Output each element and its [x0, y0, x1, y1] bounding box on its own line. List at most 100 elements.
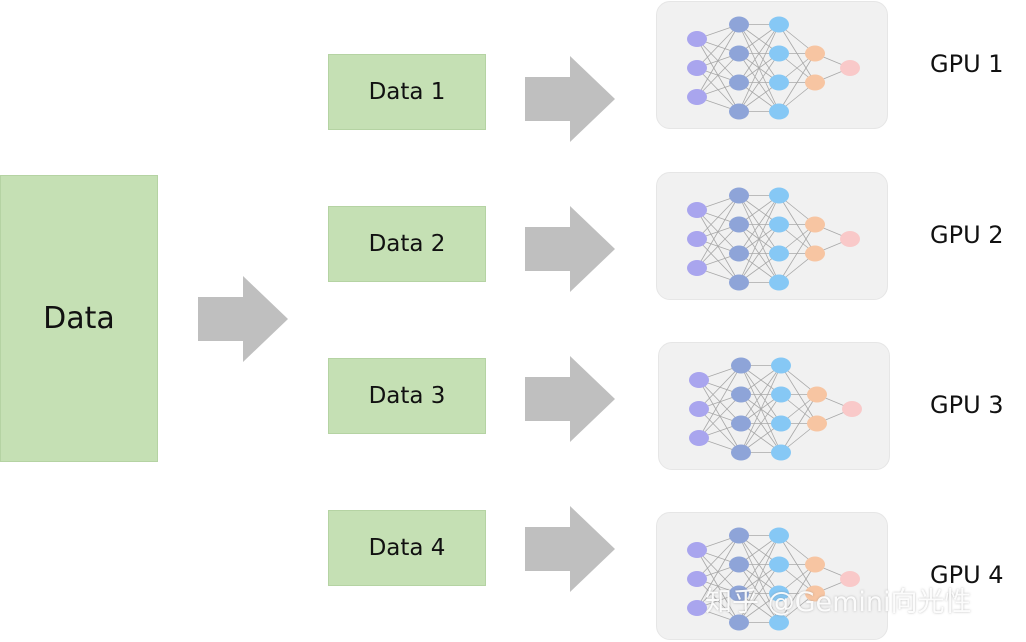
network-connection: [738, 53, 780, 112]
network-connection: [698, 365, 742, 439]
network-connection: [740, 365, 782, 453]
network-node: [729, 187, 749, 204]
network-node: [771, 444, 791, 461]
network-connection: [738, 224, 780, 283]
network-node: [805, 245, 825, 262]
network-node: [842, 401, 862, 417]
network-connection: [740, 365, 782, 424]
neural-network-diagram-3: [689, 357, 862, 461]
network-connection: [696, 535, 740, 609]
network-node: [729, 103, 749, 120]
data-partition-label-3: Data 3: [368, 383, 446, 409]
network-node: [769, 556, 789, 573]
split-arrow: [198, 276, 288, 362]
network-node: [805, 556, 825, 573]
network-node: [687, 202, 707, 218]
network-node: [687, 89, 707, 105]
data-partition-box-1: Data 1: [328, 54, 486, 130]
network-node: [840, 571, 860, 587]
network-node: [689, 401, 709, 417]
network-node: [687, 260, 707, 276]
network-node: [805, 216, 825, 233]
source-data-box: Data: [0, 175, 158, 462]
network-connection: [696, 53, 740, 98]
gpu-label-1: GPU 1: [930, 50, 1004, 78]
network-node: [769, 187, 789, 204]
network-connection: [696, 535, 740, 580]
data-partition-box-2: Data 2: [328, 206, 486, 282]
data-partition-label-4: Data 4: [368, 535, 446, 561]
network-node: [729, 216, 749, 233]
gpu-label-2: GPU 2: [930, 221, 1004, 249]
network-connection: [696, 24, 740, 98]
network-node: [769, 74, 789, 91]
gpu-model-card-3: [658, 342, 890, 470]
network-connection: [738, 195, 780, 283]
gpu-model-card-1: [656, 1, 888, 129]
network-node: [805, 45, 825, 62]
network-connection: [696, 24, 740, 69]
network-node: [805, 585, 825, 602]
network-node: [731, 386, 751, 403]
data-partition-label-2: Data 2: [368, 231, 446, 257]
network-node: [769, 103, 789, 120]
neural-network-diagram-1: [687, 16, 860, 120]
network-connection: [698, 394, 742, 439]
gpu-label-4: GPU 4: [930, 561, 1004, 589]
dispatch-arrow-2: [525, 206, 615, 292]
network-connection: [696, 195, 740, 269]
network-node: [689, 430, 709, 446]
network-connection: [738, 535, 780, 623]
network-node: [731, 444, 751, 461]
network-node: [769, 527, 789, 544]
network-node: [729, 527, 749, 544]
network-node: [771, 415, 791, 432]
network-node: [805, 74, 825, 91]
network-node: [729, 614, 749, 631]
dispatch-arrow-3: [525, 356, 615, 442]
network-connection: [698, 365, 742, 410]
network-node: [729, 274, 749, 291]
network-node: [687, 231, 707, 247]
network-node: [729, 45, 749, 62]
data-partition-label-1: Data 1: [368, 79, 446, 105]
gpu-label-3: GPU 3: [930, 391, 1004, 419]
network-connection: [738, 24, 780, 112]
network-node: [687, 542, 707, 558]
network-connection: [738, 564, 780, 623]
neural-network-diagram-4: [687, 527, 860, 631]
network-node: [729, 16, 749, 33]
network-connection: [696, 195, 740, 240]
network-connection: [696, 564, 740, 609]
network-connection: [696, 224, 740, 269]
network-node: [769, 45, 789, 62]
neural-network-diagram-2: [687, 187, 860, 291]
network-connection: [738, 195, 780, 254]
network-connection: [738, 24, 780, 83]
gpu-model-card-4: [656, 512, 888, 640]
network-node: [807, 415, 827, 432]
network-node: [729, 556, 749, 573]
network-connection: [740, 394, 782, 453]
data-partition-box-3: Data 3: [328, 358, 486, 434]
watermark-text: 知乎 @Gemini向光性: [705, 587, 972, 618]
network-node: [769, 16, 789, 33]
data-partition-box-4: Data 4: [328, 510, 486, 586]
network-connection: [778, 224, 816, 283]
network-node: [769, 216, 789, 233]
network-node: [840, 231, 860, 247]
source-data-label: Data: [43, 301, 115, 336]
network-node: [687, 600, 707, 616]
network-connection: [738, 535, 780, 594]
network-node: [840, 60, 860, 76]
network-node: [687, 31, 707, 47]
network-connection: [780, 394, 818, 453]
network-node: [771, 386, 791, 403]
network-node: [769, 274, 789, 291]
network-node: [769, 585, 789, 602]
network-node: [807, 386, 827, 403]
network-connection: [778, 53, 816, 112]
dispatch-arrow-4: [525, 506, 615, 592]
gpu-model-card-2: [656, 172, 888, 300]
network-node: [687, 60, 707, 76]
